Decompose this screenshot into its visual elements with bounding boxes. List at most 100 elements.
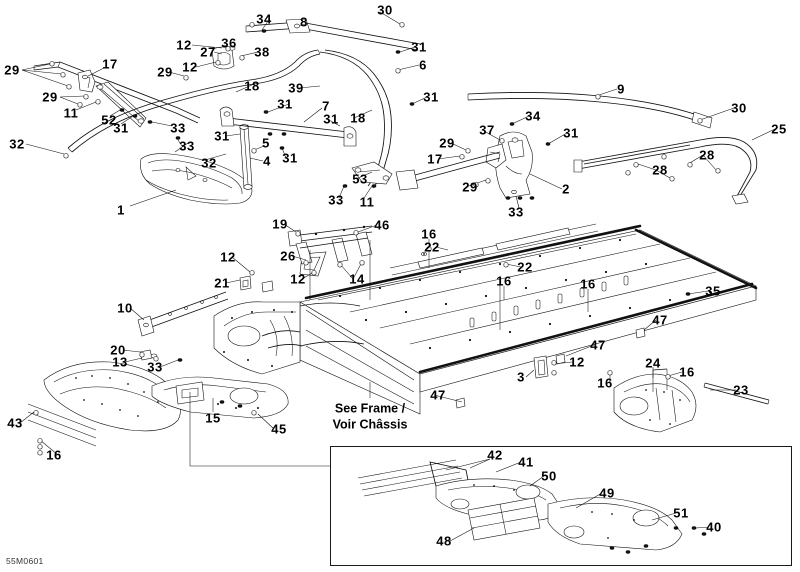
callout-45: 45 <box>271 421 287 437</box>
callout-34: 34 <box>525 108 541 124</box>
upper-rack-19 <box>287 225 373 265</box>
callout-10: 10 <box>117 300 133 316</box>
callout-17: 17 <box>102 56 118 72</box>
callout-11: 11 <box>359 194 375 210</box>
callout-38: 38 <box>254 44 270 60</box>
callout-19: 19 <box>272 216 288 232</box>
callout-29: 29 <box>439 135 455 151</box>
see-frame-note: See Frame / Voir Châssis <box>332 401 408 431</box>
callout-28: 28 <box>699 147 715 163</box>
callout-33: 33 <box>328 192 344 208</box>
callout-24: 24 <box>645 355 661 371</box>
callout-12: 12 <box>220 249 236 265</box>
callout-29: 29 <box>157 64 173 80</box>
rail-10 <box>137 291 229 337</box>
front-tube-18 <box>67 49 321 153</box>
callout-37: 37 <box>479 122 495 138</box>
right-bracket-17 <box>485 143 507 169</box>
callout-13: 13 <box>112 354 128 370</box>
callout-31: 31 <box>563 125 579 141</box>
callout-23: 23 <box>733 382 749 398</box>
callout-27: 27 <box>200 44 216 60</box>
callout-31: 31 <box>214 128 230 144</box>
callout-22: 22 <box>517 259 533 275</box>
callout-33: 33 <box>179 138 195 154</box>
callout-16: 16 <box>679 364 695 380</box>
callout-31: 31 <box>411 39 427 55</box>
callout-12: 12 <box>176 37 192 53</box>
callout-12: 12 <box>182 59 198 75</box>
callout-31: 31 <box>113 120 129 136</box>
right-rail <box>395 151 501 191</box>
callout-25: 25 <box>771 121 787 137</box>
callout-33: 33 <box>170 120 186 136</box>
callout-32: 32 <box>9 136 25 152</box>
callout-31: 31 <box>423 89 439 105</box>
callout-33: 33 <box>147 359 163 375</box>
callout-4: 4 <box>263 153 271 169</box>
callout-21: 21 <box>214 275 230 291</box>
callout-47: 47 <box>430 387 446 403</box>
callout-29: 29 <box>462 179 478 195</box>
callout-30: 30 <box>731 100 747 116</box>
left-upper-rail <box>33 61 201 124</box>
upper-crossbar-7 <box>219 106 357 147</box>
main-chassis-tunnel <box>299 223 758 415</box>
post-3 <box>533 355 549 379</box>
clip-47b <box>555 353 566 365</box>
callout-5: 5 <box>262 135 270 151</box>
callout-16: 16 <box>46 447 62 463</box>
callout-47: 47 <box>590 337 606 353</box>
callout-28: 28 <box>652 162 668 178</box>
callout-11: 11 <box>63 105 79 121</box>
callout-36: 36 <box>221 35 237 51</box>
callout-3: 3 <box>517 369 525 385</box>
callout-16: 16 <box>496 273 512 289</box>
callout-32: 32 <box>201 155 217 171</box>
left-bracket-17 <box>77 69 96 93</box>
callout-6: 6 <box>419 57 427 73</box>
top-tube-8 <box>245 18 421 51</box>
callout-20: 20 <box>110 342 126 358</box>
callout-22: 22 <box>424 239 440 255</box>
callout-26: 26 <box>280 248 296 264</box>
callout-47: 47 <box>652 312 668 328</box>
front-crossmember-15 <box>151 376 289 419</box>
clip-47c <box>455 397 466 409</box>
callout-18: 18 <box>244 78 260 94</box>
callout-8: 8 <box>300 14 308 30</box>
callout-15: 15 <box>205 410 221 426</box>
callout-31: 31 <box>323 111 339 127</box>
callout-17: 17 <box>427 151 443 167</box>
callout-16: 16 <box>580 276 596 292</box>
callout-43: 43 <box>7 415 23 431</box>
leader-lines <box>19 11 776 467</box>
callout-41: 41 <box>518 454 534 470</box>
document-id: 55M0601 <box>6 556 44 566</box>
callout-51: 51 <box>673 505 689 521</box>
rear-bumper-25 <box>573 137 758 205</box>
callout-18: 18 <box>350 110 366 126</box>
vertical-post-4 <box>239 124 253 190</box>
callout-40: 40 <box>706 519 722 535</box>
small-bracket-21 <box>239 275 274 293</box>
callout-12: 12 <box>290 271 306 287</box>
callout-16: 16 <box>597 375 613 391</box>
callout-33: 33 <box>508 204 524 220</box>
inset-detail-artwork <box>357 458 710 554</box>
clip-47a <box>635 327 646 339</box>
front-bulkhead <box>213 301 303 375</box>
callout-9: 9 <box>617 81 625 97</box>
callout-1: 1 <box>117 202 125 218</box>
callout-7: 7 <box>322 98 330 114</box>
callout-52: 52 <box>101 112 117 128</box>
callout-48: 48 <box>436 533 452 549</box>
callout-50: 50 <box>541 468 557 484</box>
callout-31: 31 <box>282 150 298 166</box>
callout-14: 14 <box>349 271 365 287</box>
callout-53: 53 <box>352 171 368 187</box>
front-bumper-1 <box>140 153 253 205</box>
callout-35: 35 <box>705 283 721 299</box>
